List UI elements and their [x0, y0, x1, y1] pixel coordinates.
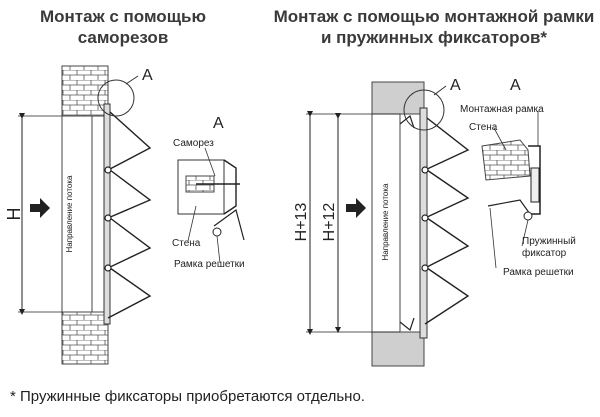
grille-frame: [103, 103, 111, 325]
label-spring-clip-line2: фиксатор: [522, 247, 567, 259]
flow-arrow: [30, 198, 50, 218]
duct-opening: [61, 115, 109, 313]
label-mounting-frame: Монтажная рамка: [460, 104, 544, 115]
flow-direction-label: Направление потока: [65, 175, 74, 253]
left-diagram: [18, 65, 152, 365]
detail-letter-right: A: [510, 77, 521, 94]
label-spring-clip-line1: Пружинный: [522, 236, 576, 247]
label-wall-right: Стена: [469, 122, 498, 133]
right-diagram: [306, 81, 470, 367]
callout-circle: [97, 79, 135, 117]
flow-arrow-right: [346, 198, 366, 218]
dimension-h12: H+12: [321, 203, 338, 242]
callout-circle-right: [403, 89, 445, 131]
louver-blades: [107, 111, 152, 319]
callout-letter-right: A: [450, 77, 461, 94]
blade-pivots: [104, 166, 112, 272]
brick-wall-bottom: [61, 311, 109, 365]
duct-opening-right: [371, 113, 425, 333]
right-title: Монтаж с помощью монтажной рамки и пружи…: [273, 7, 595, 47]
wall-top: [371, 81, 425, 115]
label-grille-frame-left: Рамка решетки: [174, 259, 245, 270]
flow-direction-label-right: Направление потока: [381, 183, 390, 261]
mounting-frame: [419, 107, 428, 339]
label-spring-clip: Пружинный фиксатор: [522, 236, 579, 259]
blade-pivots-right: [421, 166, 429, 272]
label-wall-left: Стена: [172, 238, 201, 249]
wall-bottom: [371, 331, 425, 367]
left-title: Монтаж с помощью саморезов: [39, 7, 207, 47]
detail-letter-left: A: [213, 115, 224, 132]
left-detail: [177, 147, 245, 264]
dimension-h13: H+13: [293, 203, 310, 242]
right-detail: [481, 111, 541, 269]
callout-letter: A: [142, 67, 153, 84]
footnote: * Пружинные фиксаторы приобретаются отде…: [10, 388, 365, 405]
louver-blades-right: [424, 117, 470, 325]
dimension-h: H: [4, 208, 24, 221]
label-screw: Саморез: [173, 138, 214, 149]
label-grille-frame-right: Рамка решетки: [503, 267, 574, 278]
